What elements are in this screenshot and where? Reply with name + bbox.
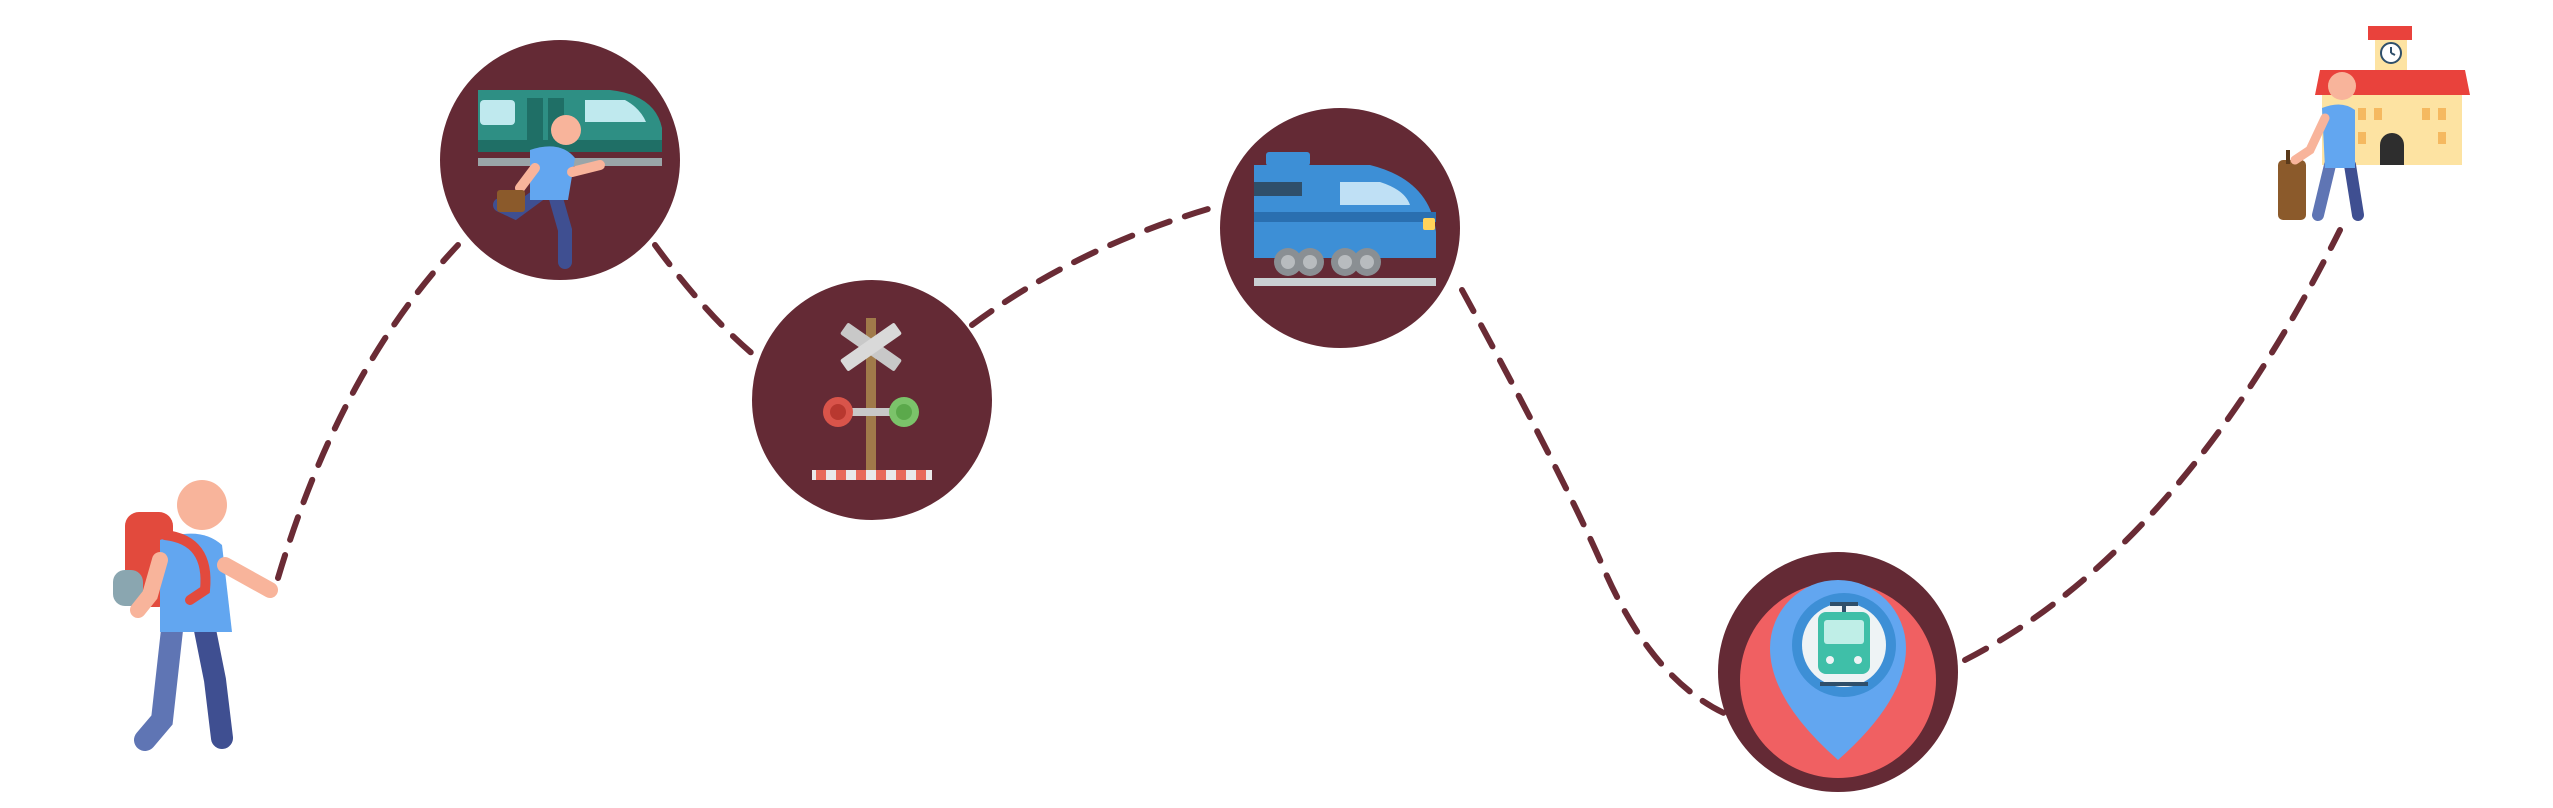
stop-2	[440, 40, 680, 280]
path-segment-4	[1459, 287, 1731, 718]
path-segment-3	[969, 202, 1225, 328]
traveler-at-station-icon	[2278, 26, 2470, 221]
bullet-train-icon	[1254, 152, 1436, 286]
stop-5	[1718, 552, 1958, 792]
train-station-pin-icon	[1740, 580, 1936, 778]
path-segment-2	[652, 242, 763, 363]
path-segment-5	[1962, 227, 2343, 663]
railway-signal-icon	[812, 318, 932, 480]
journey-path	[275, 202, 2343, 718]
path-segment-1	[275, 242, 461, 581]
person-running-to-train-icon	[478, 90, 662, 269]
traveler-backpack-icon	[113, 480, 278, 751]
stop-3	[752, 280, 992, 520]
stop-4	[1220, 108, 1460, 348]
